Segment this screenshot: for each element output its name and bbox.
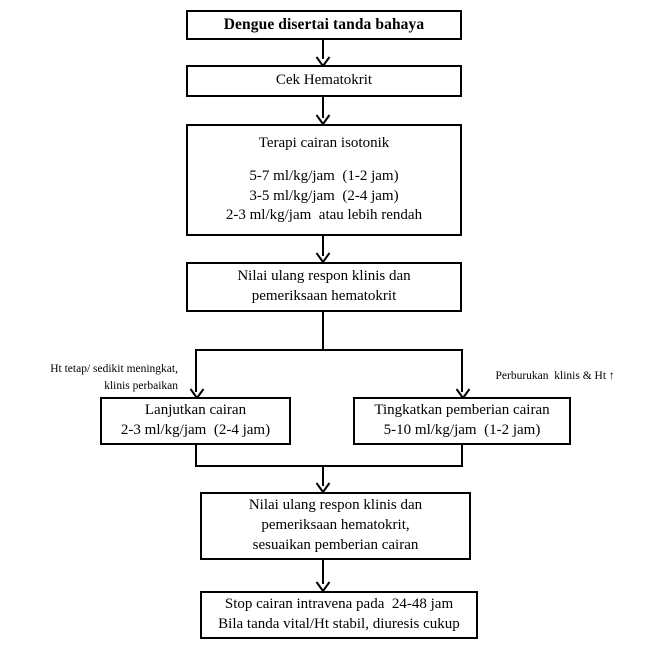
- branch-label-left-line-1: Ht tetap/ sedikit meningkat,: [50, 363, 178, 376]
- node-continue-fluids: Lanjutkan cairan 2-3 ml/kg/jam (2-4 jam): [100, 397, 291, 445]
- edge-n2-n3-line: [322, 97, 324, 118]
- merge-left-drop-line: [195, 445, 197, 467]
- merge-stem-line: [322, 465, 324, 486]
- split-horizontal-bar: [195, 349, 463, 351]
- node-stop-iv-fluids: Stop cairan intravena pada 24-48 jam Bil…: [200, 591, 478, 639]
- node-3-heading: Terapi cairan isotonik: [258, 134, 390, 151]
- node-6-line-2: 5-10 ml/kg/jam (1-2 jam): [383, 422, 541, 438]
- node-4-line-2: pemeriksaan hematokrit: [251, 288, 397, 304]
- edge-n7-n8-line: [322, 560, 324, 584]
- node-4-line-1: Nilai ulang respon klinis dan: [237, 268, 411, 285]
- node-3-line-1: 5-7 ml/kg/jam (1-2 jam): [249, 167, 399, 184]
- split-left-drop-line: [195, 349, 197, 392]
- node-5-line-1: Lanjutkan cairan: [144, 402, 247, 419]
- node-increase-fluids: Tingkatkan pemberian cairan 5-10 ml/kg/j…: [353, 397, 571, 445]
- node-3-line-3: 2-3 ml/kg/jam atau lebih rendah: [225, 207, 423, 224]
- edge-n1-n2-line: [322, 40, 324, 59]
- node-8-line-1: Stop cairan intravena pada 24-48 jam: [224, 596, 454, 613]
- merge-horizontal-bar: [195, 465, 463, 467]
- node-5-line-2: 2-3 ml/kg/jam (2-4 jam): [120, 422, 271, 438]
- branch-label-left: Ht tetap/ sedikit meningkat, klinis perb…: [18, 345, 178, 410]
- node-7-line-3: sesuaikan pemberian cairan: [252, 536, 419, 553]
- node-reassess-clinical-response: Nilai ulang respon klinis dan pemeriksaa…: [186, 262, 462, 312]
- node-8-line-2: Bila tanda vital/Ht stabil, diuresis cuk…: [218, 616, 460, 632]
- edge-n3-n4-line: [322, 236, 324, 256]
- split-right-drop-line: [461, 349, 463, 392]
- branch-label-left-line-2: klinis perbaikan: [104, 379, 178, 392]
- node-isotonic-fluid-therapy: Terapi cairan isotonik 5-7 ml/kg/jam (1-…: [186, 124, 462, 236]
- split-stem-line: [322, 312, 324, 351]
- node-2-line-1: Cek Hematokrit: [275, 72, 373, 89]
- node-7-line-2: pemeriksaan hematokrit,: [261, 517, 410, 534]
- node-reassess-and-adjust-fluids: Nilai ulang respon klinis dan pemeriksaa…: [200, 492, 471, 560]
- node-dengue-warning-signs: Dengue disertai tanda bahaya: [186, 10, 462, 40]
- branch-label-right-line-1: Perburukan klinis & Ht ↑: [495, 370, 615, 383]
- node-7-line-1: Nilai ulang respon klinis dan: [248, 497, 423, 514]
- node-6-line-1: Tingkatkan pemberian cairan: [374, 402, 550, 419]
- node-check-hematocrit: Cek Hematokrit: [186, 65, 462, 97]
- branch-label-right: Perburukan klinis & Ht ↑: [484, 352, 644, 401]
- node-3-line-2: 3-5 ml/kg/jam (2-4 jam): [249, 187, 399, 204]
- node-1-line-1: Dengue disertai tanda bahaya: [223, 15, 425, 33]
- merge-right-drop-line: [461, 445, 463, 467]
